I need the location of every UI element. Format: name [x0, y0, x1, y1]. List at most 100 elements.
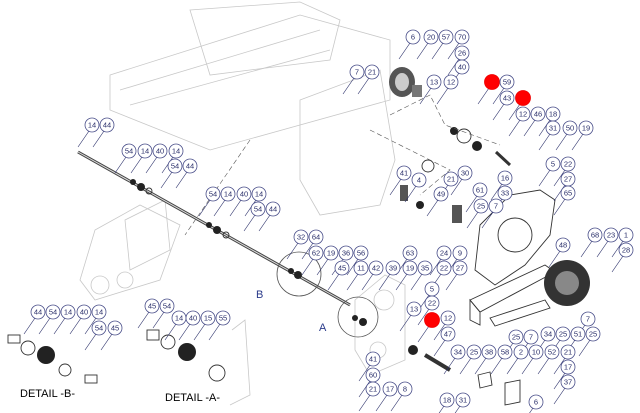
leader-line [553, 169, 566, 187]
callout-circle [405, 29, 421, 45]
part-callout-19: 19 [323, 245, 339, 261]
part-callout-27: 27 [452, 260, 468, 276]
leader-line [443, 357, 456, 375]
callout-number: 47 [444, 330, 452, 339]
leader-line [555, 133, 568, 151]
part-callout-30: 30 [457, 165, 473, 181]
callout-number: 2 [519, 348, 523, 357]
part-callout-38: 38 [481, 344, 497, 360]
part-callout-22: 22 [560, 156, 576, 172]
callout-circle [338, 245, 354, 261]
leader-line [447, 42, 460, 60]
callout-circle [293, 229, 309, 245]
callout-circle [540, 326, 556, 342]
callout-circle [385, 260, 401, 276]
callout-circle [443, 74, 459, 90]
leader-line [431, 42, 444, 60]
callout-circle [353, 245, 369, 261]
part-callout-20: 20 [423, 29, 439, 45]
part-callout-40: 40 [236, 186, 252, 202]
leader-line [198, 199, 211, 217]
highlighted-callout [424, 312, 440, 328]
callout-circle [76, 304, 92, 320]
detail-b-caption: DETAIL -B- [20, 388, 75, 400]
callout-circle [402, 260, 418, 276]
part-callout-19: 19 [402, 260, 418, 276]
bearing-parts [400, 127, 521, 406]
callout-circle [265, 201, 281, 217]
callout-circle [439, 392, 455, 408]
part-callout-54: 54 [45, 304, 61, 320]
part-callout-23: 23 [603, 227, 619, 243]
callout-number: 21 [368, 68, 376, 77]
callout-circle [426, 74, 442, 90]
leader-line [316, 258, 329, 276]
callout-circle [423, 29, 439, 45]
leader-line [492, 87, 505, 105]
part-callout-56: 56 [353, 245, 369, 261]
part-callout-14: 14 [137, 143, 153, 159]
leader-line [492, 103, 505, 121]
callout-circle [443, 171, 459, 187]
callout-circle [323, 245, 339, 261]
callout-number: 45 [338, 264, 346, 273]
callout-number: 26 [458, 49, 466, 58]
callout-circle [466, 344, 482, 360]
leader-line [69, 317, 82, 335]
callout-circle [440, 310, 456, 326]
leader-line [208, 323, 221, 341]
part-callout-25: 25 [508, 329, 524, 345]
leader-line [389, 178, 402, 196]
callout-circle [424, 295, 440, 311]
part-callout-37: 37 [560, 374, 576, 390]
callout-number: 25 [559, 330, 567, 339]
callout-number: 13 [430, 78, 438, 87]
callout-circle [603, 227, 619, 243]
callout-number: 19 [406, 264, 414, 273]
callout-circle [452, 260, 468, 276]
drive-shaft [77, 150, 351, 307]
part-callout-6: 6 [405, 29, 421, 45]
leader-line [399, 314, 412, 332]
leader-line [596, 240, 609, 258]
part-callout-61: 61 [472, 182, 488, 198]
part-callout-34: 34 [450, 344, 466, 360]
leader-line [258, 214, 271, 232]
callout-circle [450, 344, 466, 360]
leader-line [578, 339, 591, 357]
callout-number: 5 [430, 285, 434, 294]
callout-number: 36 [342, 249, 350, 258]
part-callout-44: 44 [99, 117, 115, 133]
part-callout-31: 31 [455, 392, 471, 408]
leader-line [358, 394, 371, 412]
callout-circle [200, 310, 216, 326]
leader-line [342, 77, 355, 95]
callout-circle [618, 227, 634, 243]
callout-number: 21 [369, 385, 377, 394]
part-callout-11: 11 [353, 260, 369, 276]
part-callout-47: 47 [440, 326, 456, 342]
callout-number: 52 [548, 348, 556, 357]
callout-number: 50 [566, 124, 574, 133]
callout-circle [562, 120, 578, 136]
leader-line [611, 240, 624, 258]
leader-line [395, 273, 408, 291]
callout-circle [84, 117, 100, 133]
callout-number: 43 [503, 94, 511, 103]
part-callout-65: 65 [560, 185, 576, 201]
callout-number: 49 [437, 190, 445, 199]
leader-line [301, 258, 314, 276]
callout-number: 41 [369, 355, 377, 364]
callout-number: 54 [95, 324, 103, 333]
part-callout-39: 39 [385, 260, 401, 276]
leader-line [548, 250, 561, 268]
part-callout-46: 46 [530, 106, 546, 122]
callout-number: 68 [591, 231, 599, 240]
callout-circle [107, 320, 123, 336]
callout-number: 6 [411, 33, 415, 42]
part-callout-44: 44 [30, 304, 46, 320]
callout-circle [578, 120, 594, 136]
leader-line [477, 87, 490, 105]
leader-line [243, 214, 256, 232]
